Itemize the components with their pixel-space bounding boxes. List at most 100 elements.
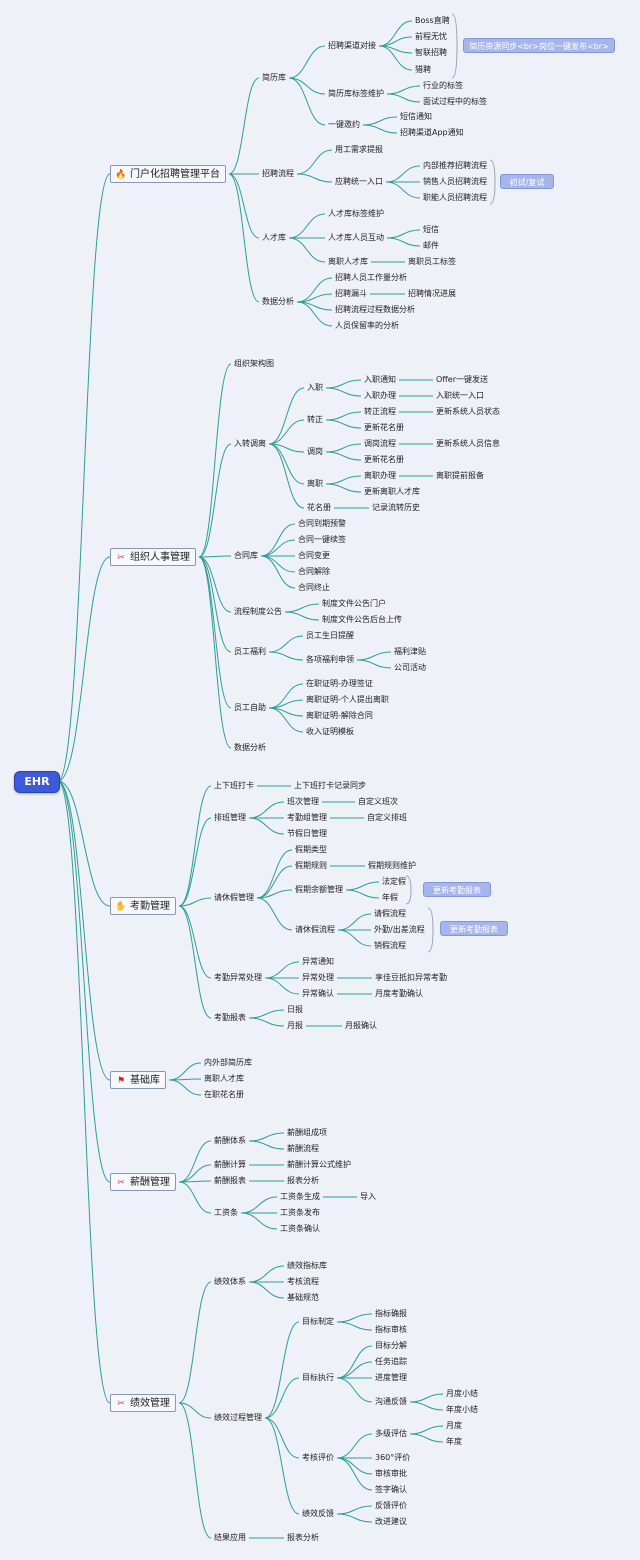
- node-r2[interactable]: 招聘流程: [262, 169, 294, 178]
- node-h2c1a[interactable]: 更新系统人员信息: [436, 439, 500, 448]
- node-h2a[interactable]: 入职: [307, 383, 323, 392]
- node-s1a[interactable]: 薪酬组成项: [287, 1128, 327, 1137]
- node-p2b2[interactable]: 任务追踪: [375, 1357, 407, 1366]
- node-h6d[interactable]: 收入证明模板: [306, 727, 354, 736]
- node-a3d3[interactable]: 销假流程: [374, 941, 406, 950]
- module-attendance-management[interactable]: ✋考勤管理: [110, 897, 176, 915]
- module-personnel-management[interactable]: ✂组织人事管理: [110, 548, 196, 566]
- module-base-library[interactable]: ⚑基础库: [110, 1071, 166, 1089]
- node-s4[interactable]: 工资条: [214, 1208, 238, 1217]
- node-r1a2[interactable]: 前程无忧: [415, 32, 447, 41]
- note-interview-rounds[interactable]: 初试/复试: [500, 174, 554, 189]
- node-p3[interactable]: 结果应用: [214, 1533, 246, 1542]
- node-h4[interactable]: 流程制度公告: [234, 607, 282, 616]
- node-r1c2[interactable]: 招聘渠道App通知: [400, 128, 464, 137]
- node-s4a[interactable]: 工资条生成: [280, 1192, 320, 1201]
- node-a3d2[interactable]: 外勤/出差流程: [374, 925, 425, 934]
- node-r4b[interactable]: 招聘漏斗: [335, 289, 367, 298]
- node-r3b1[interactable]: 短信: [423, 225, 439, 234]
- node-h6b[interactable]: 离职证明-个人提出离职: [306, 695, 389, 704]
- node-s1[interactable]: 薪酬体系: [214, 1136, 246, 1145]
- node-p2b1[interactable]: 目标分解: [375, 1341, 407, 1350]
- node-h2d2[interactable]: 更新离职人才库: [364, 487, 420, 496]
- node-h2e1[interactable]: 记录流转历史: [372, 503, 420, 512]
- node-p2c[interactable]: 考核评价: [302, 1453, 334, 1462]
- node-p2a[interactable]: 目标制定: [302, 1317, 334, 1326]
- node-p3a[interactable]: 报表分析: [287, 1533, 319, 1542]
- node-a3d1[interactable]: 请假流程: [374, 909, 406, 918]
- node-a1a[interactable]: 上下班打卡记录同步: [294, 781, 366, 790]
- node-h5[interactable]: 员工福利: [234, 647, 266, 656]
- node-r4[interactable]: 数据分析: [262, 297, 294, 306]
- node-h2b2[interactable]: 更新花名册: [364, 423, 404, 432]
- node-s4b[interactable]: 工资条发布: [280, 1208, 320, 1217]
- node-h2a1[interactable]: 入职通知: [364, 375, 396, 384]
- node-a3b[interactable]: 假期规则: [295, 861, 327, 870]
- node-s1b[interactable]: 薪酬流程: [287, 1144, 319, 1153]
- node-a3a[interactable]: 假期类型: [295, 845, 327, 854]
- node-h2d1[interactable]: 离职办理: [364, 471, 396, 480]
- node-a3c1[interactable]: 法定假: [382, 877, 406, 886]
- node-r3b[interactable]: 人才库人员互动: [328, 233, 384, 242]
- node-r3c1[interactable]: 离职员工标签: [408, 257, 456, 266]
- node-h5b1[interactable]: 福利津贴: [394, 647, 426, 656]
- node-r4d[interactable]: 人员保留率的分析: [335, 321, 399, 330]
- node-h2d[interactable]: 离职: [307, 479, 323, 488]
- node-s2[interactable]: 薪酬计算: [214, 1160, 246, 1169]
- module-salary-management[interactable]: ✂薪酬管理: [110, 1173, 176, 1191]
- node-a3c[interactable]: 假期余额管理: [295, 885, 343, 894]
- node-p2c1b[interactable]: 年度: [446, 1437, 462, 1446]
- node-s3a[interactable]: 报表分析: [287, 1176, 319, 1185]
- node-h3b[interactable]: 合同一键续签: [298, 535, 346, 544]
- node-p2d2[interactable]: 改进建议: [375, 1517, 407, 1526]
- node-b2[interactable]: 离职人才库: [204, 1074, 244, 1083]
- node-s4a1[interactable]: 导入: [360, 1192, 376, 1201]
- root-node[interactable]: EHR: [14, 771, 60, 793]
- node-r4a[interactable]: 招聘人员工作量分析: [335, 273, 407, 282]
- node-h2b[interactable]: 转正: [307, 415, 323, 424]
- node-a4b1[interactable]: 享佳豆抵扣异常考勤: [375, 973, 447, 982]
- node-h3a[interactable]: 合同到期预警: [298, 519, 346, 528]
- node-p1b[interactable]: 考核流程: [287, 1277, 319, 1286]
- node-p2d[interactable]: 绩效反馈: [302, 1509, 334, 1518]
- node-p2b4a[interactable]: 月度小结: [446, 1389, 478, 1398]
- node-r2b[interactable]: 应聘统一入口: [335, 177, 383, 186]
- node-h6[interactable]: 员工自助: [234, 703, 266, 712]
- node-h2c1[interactable]: 调岗流程: [364, 439, 396, 448]
- node-s2a[interactable]: 薪酬计算公式维护: [287, 1160, 351, 1169]
- node-r2b2[interactable]: 销售人员招聘流程: [423, 177, 487, 186]
- node-r1a4[interactable]: 猎聘: [415, 65, 431, 74]
- node-a2a1[interactable]: 自定义班次: [358, 797, 398, 806]
- node-r4b1[interactable]: 招聘情况进展: [408, 289, 456, 298]
- node-p1a[interactable]: 绩效指标库: [287, 1261, 327, 1270]
- node-h6a[interactable]: 在职证明-办理签证: [306, 679, 373, 688]
- note-update-attendance-report-2[interactable]: 更新考勤报表: [440, 921, 508, 936]
- node-a1[interactable]: 上下班打卡: [214, 781, 254, 790]
- node-p2b3[interactable]: 进度管理: [375, 1373, 407, 1382]
- node-s4c[interactable]: 工资条确认: [280, 1224, 320, 1233]
- node-a4c[interactable]: 异常确认: [302, 989, 334, 998]
- node-p2c1a[interactable]: 月度: [446, 1421, 462, 1430]
- node-a2c[interactable]: 节假日管理: [287, 829, 327, 838]
- node-h2e[interactable]: 花名册: [307, 503, 331, 512]
- node-s3[interactable]: 薪酬报表: [214, 1176, 246, 1185]
- node-h7[interactable]: 数据分析: [234, 743, 266, 752]
- node-h4b[interactable]: 制度文件公告后台上传: [322, 615, 402, 624]
- node-h1[interactable]: 组织架构图: [234, 359, 274, 368]
- node-p2b4b[interactable]: 年度小结: [446, 1405, 478, 1414]
- node-h2d1a[interactable]: 离职提前报备: [436, 471, 484, 480]
- node-h2[interactable]: 入转调离: [234, 439, 266, 448]
- node-a4a[interactable]: 异常通知: [302, 957, 334, 966]
- note-resume-sync[interactable]: 简历资源同步<br>岗位一键发布<br>: [463, 38, 615, 53]
- node-r1a1[interactable]: Boss直聘: [415, 16, 450, 25]
- node-r2b1[interactable]: 内部推荐招聘流程: [423, 161, 487, 170]
- module-recruitment-platform[interactable]: 🔥门户化招聘管理平台: [110, 165, 226, 183]
- node-r1[interactable]: 简历库: [262, 73, 286, 82]
- node-h2a1a[interactable]: Offer一键发送: [436, 375, 489, 384]
- node-h6c[interactable]: 离职证明-解除合同: [306, 711, 373, 720]
- node-a4c1[interactable]: 月度考勤确认: [375, 989, 423, 998]
- node-r2b3[interactable]: 职能人员招聘流程: [423, 193, 487, 202]
- node-a3b1[interactable]: 假期规则维护: [368, 861, 416, 870]
- node-r1a3[interactable]: 智联招聘: [415, 48, 447, 57]
- node-p2b[interactable]: 目标执行: [302, 1373, 334, 1382]
